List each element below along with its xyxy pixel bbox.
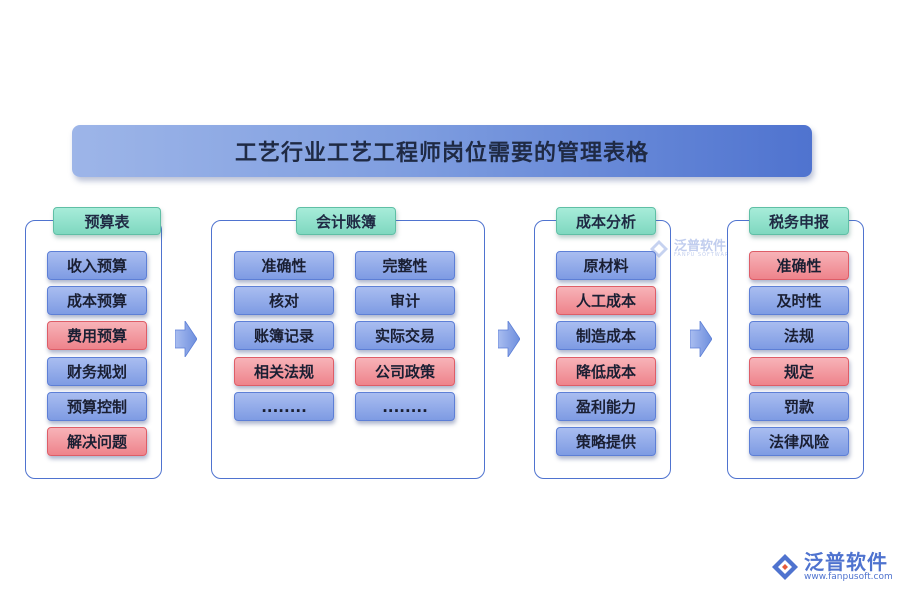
budget-item: 收入预算 — [47, 251, 147, 280]
cost-item: 原材料 — [556, 251, 656, 280]
panel-header-tax-filing: 税务申报 — [749, 207, 849, 235]
page-title: 工艺行业工艺工程师岗位需要的管理表格 — [234, 141, 649, 166]
watermark-small: 泛普软件 FANPU SOFTWARE — [648, 238, 734, 260]
ledger-item: 账簿记录 — [234, 321, 334, 350]
tax-item: 规定 — [749, 357, 849, 386]
cost-item: 制造成本 — [556, 321, 656, 350]
title-bar: 工艺行业工艺工程师岗位需要的管理表格 — [72, 125, 812, 177]
watermark-small-brand: 泛普软件 — [674, 239, 727, 254]
arrow-right-icon — [690, 321, 712, 357]
ledger-item: 完整性 — [355, 251, 455, 280]
ledger-item: ........ — [234, 392, 334, 421]
ledger-item: 公司政策 — [355, 357, 455, 386]
cost-item: 降低成本 — [556, 357, 656, 386]
ledger-item: 相关法规 — [234, 357, 334, 386]
ledger-item: 核对 — [234, 286, 334, 315]
tax-item: 及时性 — [749, 286, 849, 315]
arrow-right-icon — [175, 321, 197, 357]
cost-item: 盈利能力 — [556, 392, 656, 421]
watermark-small-sub: FANPU SOFTWARE — [674, 252, 734, 258]
budget-item: 解决问题 — [47, 427, 147, 456]
ledger-item: 审计 — [355, 286, 455, 315]
fanpu-logo-icon — [772, 554, 798, 581]
watermark-logo: 泛普软件 www.fanpusoft.com — [770, 552, 893, 582]
budget-item: 财务规划 — [47, 357, 147, 386]
ledger-item: 准确性 — [234, 251, 334, 280]
arrow-right-icon — [498, 321, 520, 357]
panel-header-budget: 预算表 — [53, 207, 161, 235]
budget-item: 预算控制 — [47, 392, 147, 421]
cost-item: 策略提供 — [556, 427, 656, 456]
tax-item: 法律风险 — [749, 427, 849, 456]
tax-item: 罚款 — [749, 392, 849, 421]
budget-item: 成本预算 — [47, 286, 147, 315]
cost-item: 人工成本 — [556, 286, 656, 315]
tax-item: 法规 — [749, 321, 849, 350]
watermark-logo-url: www.fanpusoft.com — [804, 572, 893, 582]
panel-header-cost-analysis: 成本分析 — [556, 207, 656, 235]
fanpu-logo-icon — [650, 240, 668, 258]
budget-item: 费用预算 — [47, 321, 147, 350]
panel-header-ledger: 会计账簿 — [296, 207, 396, 235]
ledger-item: 实际交易 — [355, 321, 455, 350]
tax-item: 准确性 — [749, 251, 849, 280]
watermark-logo-brand: 泛普软件 — [804, 550, 888, 574]
ledger-item: ........ — [355, 392, 455, 421]
